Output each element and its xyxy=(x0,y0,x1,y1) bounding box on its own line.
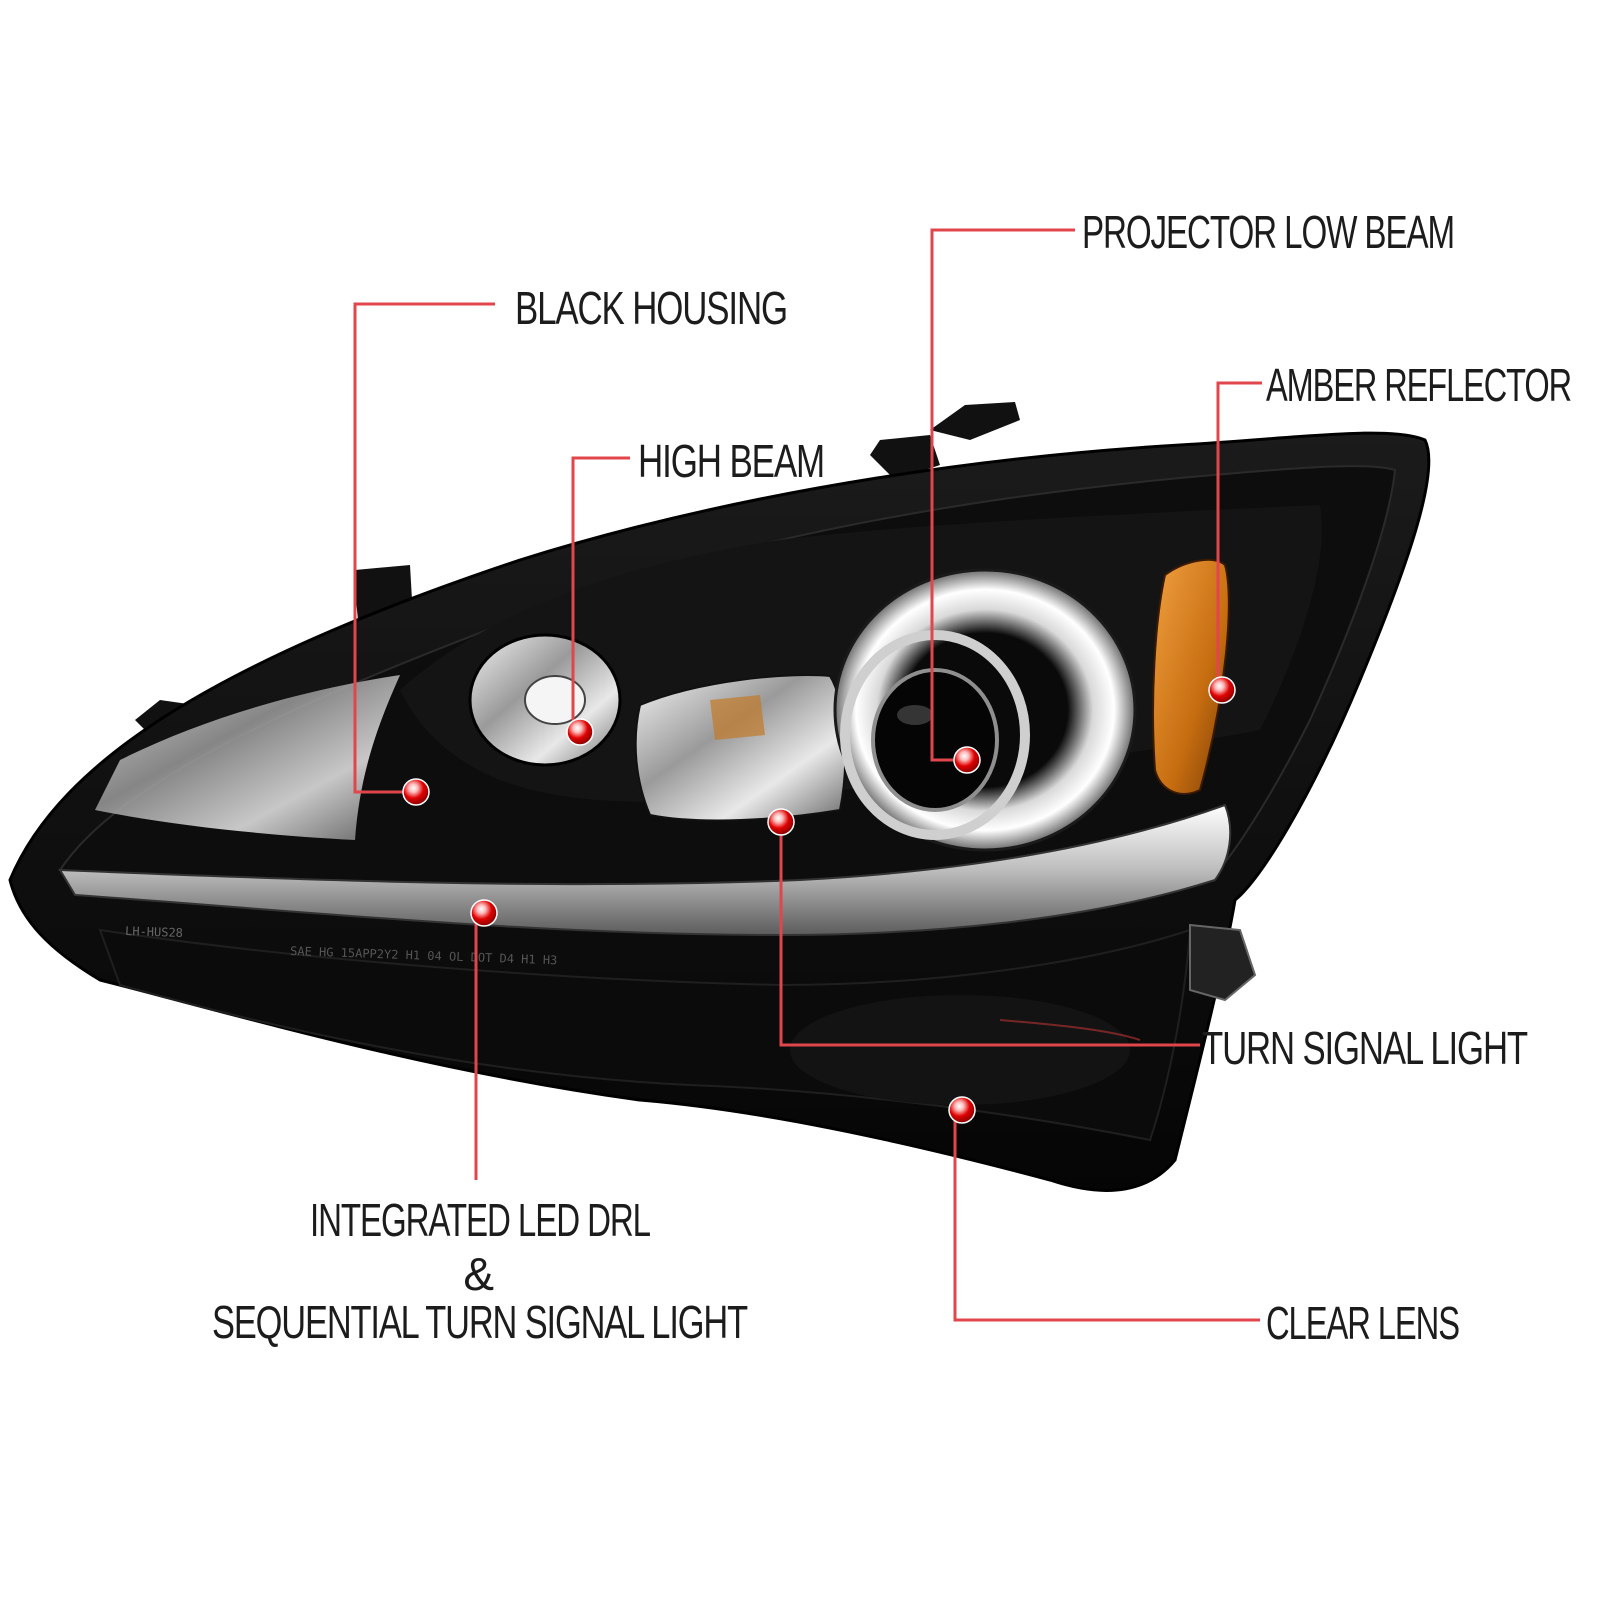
high-beam-bulb xyxy=(524,675,586,725)
marker-dots xyxy=(402,676,1236,1124)
label-high-beam: HIGH BEAM xyxy=(638,435,824,487)
amber-reflector xyxy=(1152,558,1230,795)
lens-part-number: LH-HUS28 xyxy=(125,924,183,940)
label-turn-signal-light: TURN SIGNAL LIGHT xyxy=(1202,1022,1528,1074)
leader-turn-signal xyxy=(779,822,1200,1047)
mounting-tab xyxy=(870,435,940,480)
wiring-connector xyxy=(1189,923,1257,1002)
turn-signal-amber-glint xyxy=(710,695,765,740)
projector-lens-glint xyxy=(897,705,933,725)
lower-lens-highlight xyxy=(999,1019,1141,1041)
label-projector-low-beam: PROJECTOR LOW BEAM xyxy=(1082,206,1454,258)
marker-dot-led-drl xyxy=(470,899,498,927)
marker-dot-projector xyxy=(953,746,981,774)
headlight-illustration: LH-HUS28 SAE HG 15APP2Y2 H1 04 OL DOT D4… xyxy=(8,402,1431,1192)
leader-high-beam xyxy=(571,456,630,732)
leader-black-housing xyxy=(353,302,495,794)
leader-lines xyxy=(353,228,1262,1322)
label-amber-reflector: AMBER REFLECTOR xyxy=(1266,359,1571,411)
leader-clear-lens xyxy=(953,1110,1260,1322)
leader-amber-reflector xyxy=(1216,381,1262,690)
marker-dot-amber-reflector xyxy=(1208,676,1236,704)
label-sequential-turn-signal: SEQUENTIAL TURN SIGNAL LIGHT xyxy=(212,1296,748,1348)
marker-dot-turn-signal xyxy=(767,808,795,836)
marker-dot-high-beam xyxy=(566,718,594,746)
label-black-housing: BLACK HOUSING xyxy=(515,282,787,334)
marker-dot-black-housing xyxy=(402,778,430,806)
label-integrated-led-drl-ampersand: & xyxy=(463,1248,493,1300)
marker-dot-clear-lens xyxy=(948,1096,976,1124)
lower-lens-cover xyxy=(790,995,1130,1105)
chrome-trim xyxy=(95,675,400,840)
projector-halo-ring xyxy=(840,630,1030,840)
turn-signal-reflector xyxy=(634,674,847,822)
mounting-tab xyxy=(930,402,1020,440)
leader-projector-low-beam xyxy=(930,228,1075,762)
projector-lens xyxy=(871,668,999,812)
led-drl-strip xyxy=(58,803,1232,937)
callout-labels: BLACK HOUSING HIGH BEAM PROJECTOR LOW BE… xyxy=(212,206,1573,1349)
label-integrated-led-drl: INTEGRATED LED DRL xyxy=(310,1194,651,1246)
label-clear-lens: CLEAR LENS xyxy=(1266,1297,1459,1349)
